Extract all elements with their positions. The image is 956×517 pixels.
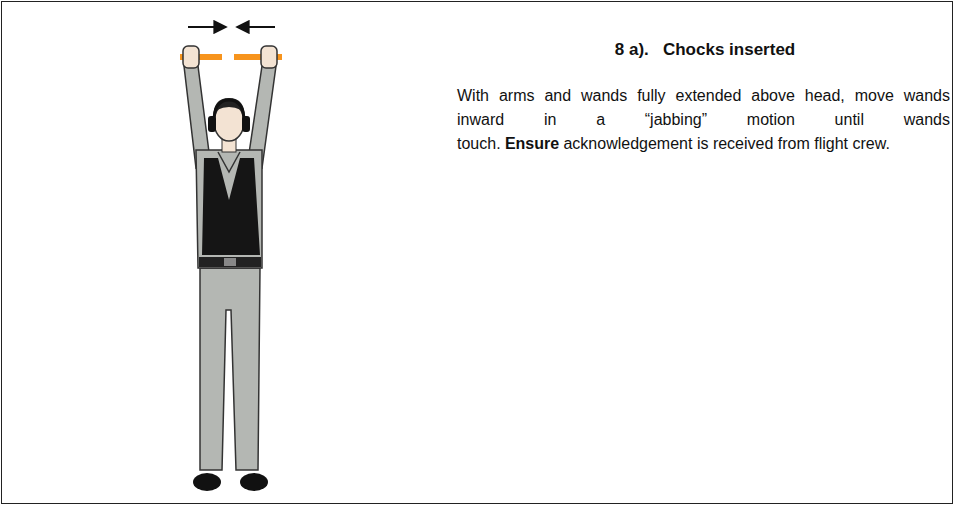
instruction-text: With arms and wands fully extended above… xyxy=(457,84,950,156)
buckle xyxy=(224,258,236,266)
fist xyxy=(183,46,199,68)
ear-defender xyxy=(208,116,216,132)
ear-defender xyxy=(242,116,250,132)
vest xyxy=(202,158,260,255)
motion-arrow xyxy=(188,26,226,28)
signal-title: 8 a). Chocks inserted xyxy=(470,40,940,60)
shoe xyxy=(240,473,268,491)
instruction-line: acknowledgement is received from flight … xyxy=(563,135,889,152)
shoe xyxy=(193,473,221,491)
emphasis-word: Ensure xyxy=(505,135,559,152)
headset-band xyxy=(214,100,244,122)
fist xyxy=(261,46,277,68)
collar xyxy=(218,152,240,172)
frame-border xyxy=(1,1,953,504)
torso xyxy=(196,150,262,268)
trousers xyxy=(200,268,260,470)
belt xyxy=(199,257,261,267)
motion-arrow xyxy=(237,26,275,28)
